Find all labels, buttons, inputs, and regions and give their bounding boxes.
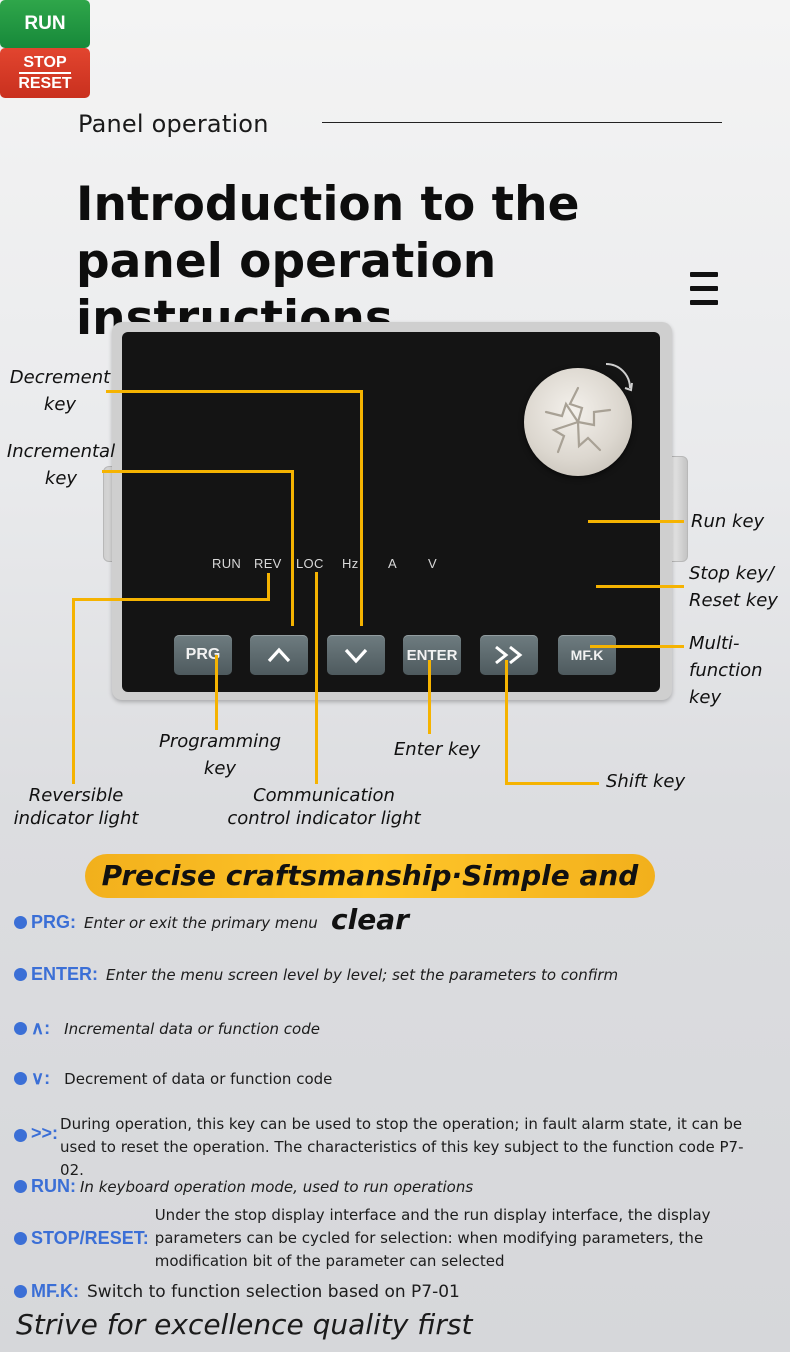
leader-line (72, 598, 75, 784)
leader-line (505, 660, 508, 784)
description-text: Enter the menu screen level by level; se… (106, 966, 619, 984)
reset-label: RESET (18, 75, 72, 92)
description-item-prg: PRG: Enter or exit the primary menu (14, 912, 318, 935)
leader-line (588, 520, 684, 523)
description-item-decrement: ∨: Decrement of data or function code (14, 1068, 332, 1091)
indicator-run: RUN (212, 556, 242, 571)
page-title: Introduction to the panel operation inst… (76, 177, 580, 346)
callout-enter-key: Enter key (393, 739, 481, 760)
stop-label: STOP (19, 53, 71, 74)
section-label: Panel operation (78, 110, 269, 138)
leader-line (596, 585, 684, 588)
description-item-enter: ENTER: Enter the menu screen level by le… (14, 964, 618, 987)
description-key: PRG: (31, 912, 76, 932)
hamburger-menu-icon[interactable] (690, 272, 718, 306)
leader-line (215, 655, 218, 730)
callout-shift-key: Shift key (606, 771, 686, 792)
indicator-rev: REV (254, 556, 282, 571)
description-text: Under the stop display interface and the… (154, 1206, 711, 1270)
leader-line (291, 470, 294, 626)
increment-button[interactable] (250, 635, 308, 675)
leader-line (428, 660, 431, 734)
callout-run-key: Run key (691, 511, 765, 532)
description-item-shift: >>: During operation, this key can be us… (14, 1113, 760, 1182)
callout-communication-indicator: Communication control indicator light (227, 785, 421, 829)
leader-line (106, 390, 362, 393)
stop-reset-button[interactable]: STOP RESET (0, 48, 90, 98)
leader-line (505, 782, 599, 785)
footer-tagline: Strive for excellence quality first (16, 1308, 473, 1341)
bullet-icon (14, 1180, 27, 1193)
leader-line (315, 572, 318, 784)
description-item-mfk: MF.K: Switch to function selection based… (14, 1281, 460, 1304)
leader-line (72, 598, 270, 601)
description-key: RUN: (31, 1176, 76, 1196)
bullet-icon (14, 1232, 27, 1245)
description-key: ∨: (31, 1068, 51, 1088)
description-text: Decrement of data or function code (64, 1070, 333, 1088)
callout-stop-reset-key: Stop key/ Reset key (689, 563, 778, 611)
potentiometer-knob[interactable] (524, 368, 632, 476)
knob-grip-icon (544, 386, 612, 454)
description-item-run: RUN: In keyboard operation mode, used to… (14, 1176, 473, 1199)
description-text: During operation, this key can be used t… (60, 1115, 744, 1179)
double-chevron-right-icon (495, 645, 523, 665)
callout-reversible-indicator: Reversible indicator light (13, 785, 139, 829)
rotate-arrow-icon (605, 363, 633, 392)
callout-decrement-key: Decrement key (9, 367, 111, 415)
leader-line (102, 470, 294, 473)
enter-button[interactable]: ENTER (403, 635, 461, 675)
bullet-icon (14, 1285, 27, 1298)
decrement-button[interactable] (327, 635, 385, 675)
header-divider (322, 122, 722, 123)
leader-line (590, 645, 684, 648)
indicator-hz: Hz (342, 556, 359, 571)
description-key: STOP/RESET: (31, 1228, 149, 1248)
description-key: MF.K: (31, 1281, 79, 1301)
description-text: In keyboard operation mode, used to run … (80, 1178, 474, 1196)
bullet-icon (14, 1072, 27, 1085)
bullet-icon (14, 1022, 27, 1035)
chevron-up-icon (267, 647, 291, 663)
chevron-down-icon (344, 648, 368, 664)
description-item-stop-reset: STOP/RESET: Under the stop display inter… (14, 1204, 715, 1273)
bullet-icon (14, 1129, 27, 1142)
leader-line (360, 390, 363, 626)
description-item-increment: ∧: Incremental data or function code (14, 1018, 320, 1041)
shift-button[interactable] (480, 635, 538, 675)
description-text: Enter or exit the primary menu (84, 914, 318, 932)
description-text: Incremental data or function code (64, 1020, 320, 1038)
run-button[interactable]: RUN (0, 0, 90, 48)
mfk-button[interactable]: MF.K (558, 635, 616, 675)
callout-programming-key: Programming key (158, 731, 282, 779)
description-key: ENTER: (31, 964, 98, 984)
bullet-icon (14, 916, 27, 929)
indicator-a: A (388, 556, 397, 571)
description-key: ∧: (31, 1018, 51, 1038)
callout-incremental-key: Incremental key (6, 441, 116, 489)
leader-line (267, 573, 270, 601)
bullet-icon (14, 968, 27, 981)
callout-multi-function-key: Multi- function key (689, 633, 763, 708)
slogan-banner (85, 854, 655, 898)
prg-button[interactable]: PRG (174, 635, 232, 675)
description-text: Switch to function selection based on P7… (87, 1282, 460, 1302)
indicator-v: V (428, 556, 437, 571)
slogan-banner-text: Precise craftsmanship·Simple and clear (101, 859, 639, 936)
indicator-loc: LOC (296, 556, 324, 571)
description-key: >>: (31, 1123, 59, 1143)
